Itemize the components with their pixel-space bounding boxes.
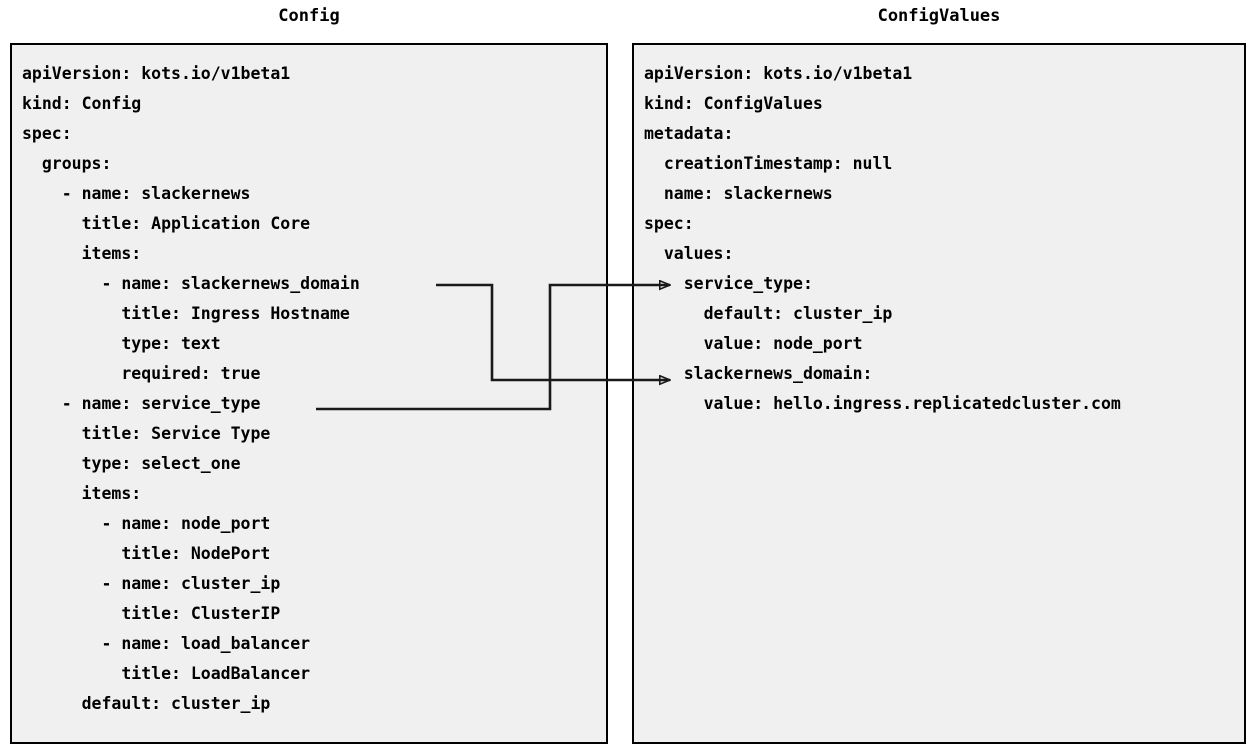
code-line: title: Ingress Hostname [22,304,350,323]
code-line: - name: service_type [22,394,261,413]
code-line: - name: load_balancer [22,634,311,653]
code-line: kind: ConfigValues [644,94,823,113]
code-line: apiVersion: kots.io/v1beta1 [22,64,291,83]
code-line: title: LoadBalancer [22,664,311,683]
code-line: type: select_one [22,454,241,473]
config-yaml-panel: apiVersion: kots.io/v1beta1 kind: Config s… [10,43,608,744]
config-yaml-code: apiVersion: kots.io/v1beta1 kind: Config s… [12,45,360,719]
code-line: items: [22,244,142,263]
code-line: - name: slackernews_domain [22,274,360,293]
code-line: title: ClusterIP [22,604,281,623]
code-line: - name: node_port [22,514,271,533]
code-line: default: cluster_ip [22,694,271,713]
code-line: name: slackernews [644,184,833,203]
configvalues-yaml-code: apiVersion: kots.io/v1beta1 kind: ConfigV… [634,45,1121,419]
code-line: title: Service Type [22,424,271,443]
code-line: service_type: [644,274,813,293]
code-line: title: NodePort [22,544,271,563]
code-line: default: cluster_ip [644,304,893,323]
code-line: apiVersion: kots.io/v1beta1 [644,64,913,83]
code-line: items: [22,484,142,503]
code-line: spec: [644,214,694,233]
code-line: title: Application Core [22,214,311,233]
code-line: type: text [22,334,221,353]
configvalues-panel-title: ConfigValues [877,6,1001,26]
code-line: required: true [22,364,261,383]
code-line: creationTimestamp: null [644,154,893,173]
code-line: groups: [22,154,112,173]
code-line: value: hello.ingress.replicatedcluster.c… [644,394,1121,413]
configvalues-yaml-panel: apiVersion: kots.io/v1beta1 kind: ConfigV… [632,43,1246,744]
code-line: - name: cluster_ip [22,574,281,593]
code-line: value: node_port [644,334,863,353]
code-line: spec: [22,124,72,143]
config-panel-title: Config [278,6,340,26]
code-line: - name: slackernews [22,184,251,203]
code-line: metadata: [644,124,734,143]
code-line: kind: Config [22,94,142,113]
code-line: slackernews_domain: [644,364,873,383]
code-line: values: [644,244,734,263]
